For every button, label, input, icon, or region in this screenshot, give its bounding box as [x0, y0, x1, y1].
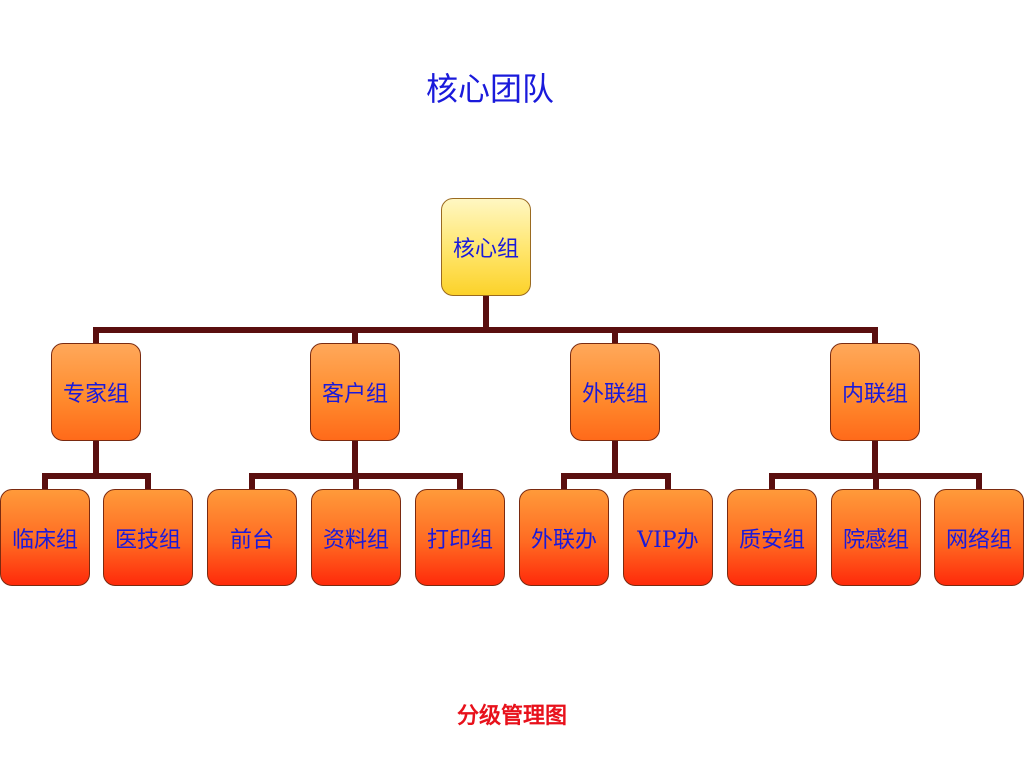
- node-leaf-6: 外联办: [519, 489, 609, 586]
- node-leaf-9: 院感组: [831, 489, 921, 586]
- node-group-3: 外联组: [570, 343, 660, 441]
- node-root: 核心组: [441, 198, 531, 296]
- node-leaf-1: 临床组: [0, 489, 90, 586]
- node-leaf-5: 打印组: [415, 489, 505, 586]
- node-leaf-7: VIP办: [623, 489, 713, 586]
- node-group-2: 客户组: [310, 343, 400, 441]
- node-group-4: 内联组: [830, 343, 920, 441]
- node-leaf-4: 资料组: [311, 489, 401, 586]
- node-group-1: 专家组: [51, 343, 141, 441]
- diagram-caption: 分级管理图: [456, 704, 567, 729]
- node-leaf-3: 前台: [207, 489, 297, 586]
- node-leaf-10: 网络组: [934, 489, 1024, 586]
- page-title: 核心团队: [425, 70, 554, 108]
- node-leaf-8: 质安组: [727, 489, 817, 586]
- node-leaf-2: 医技组: [103, 489, 193, 586]
